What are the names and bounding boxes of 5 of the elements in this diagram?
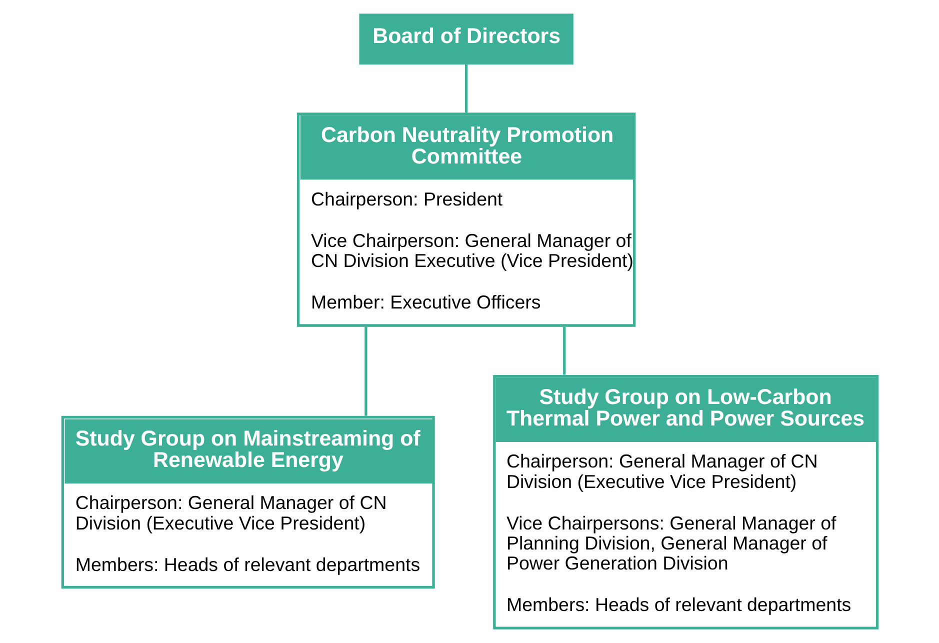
connector	[364, 326, 367, 416]
node-box: Study Group on Low-Carbon Thermal Power and Power Sources Chairperson: General Manager of CN Division (Executive Vice President) Vice Chairpersons: General Manager of Planning Division, General Manager of Power Generation Division Members: Heads of relevant departments	[492, 375, 878, 630]
connector	[464, 64, 468, 113]
connector	[562, 326, 566, 375]
node-box: Board of Directors	[358, 14, 573, 64]
